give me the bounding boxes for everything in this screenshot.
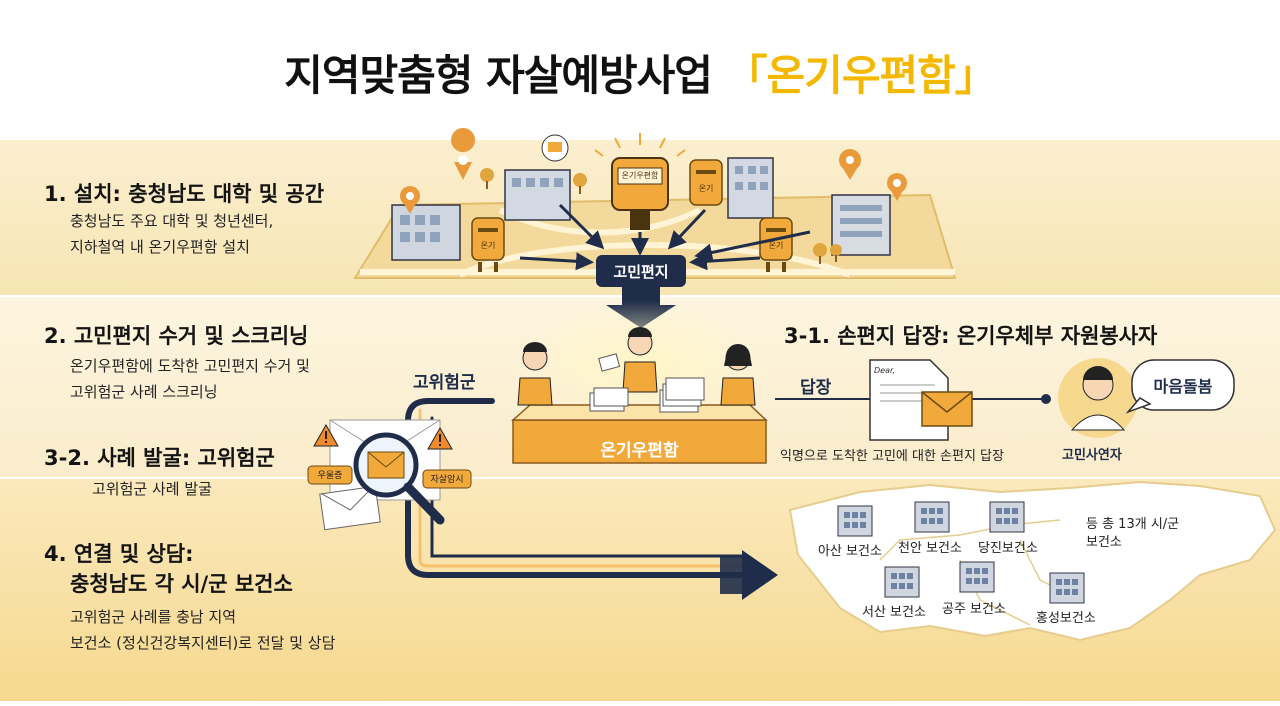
- step32-heading: 3-2. 사례 발굴: 고위험군: [44, 446, 275, 470]
- flow-arrowhead: [742, 550, 778, 600]
- health-center-label: 아산 보건소: [818, 544, 882, 559]
- location-pin-icon: [887, 173, 907, 201]
- page-title: 지역맞춤형 자살예방사업 「온기우편함」: [0, 42, 1280, 103]
- letter-document-icon: [869, 359, 973, 441]
- mailbox-icon: [471, 217, 505, 272]
- step1-desc2: 지하철역 내 온기우편함 설치: [70, 238, 250, 256]
- step2-desc2: 고위험군 사례 스크리닝: [70, 383, 218, 401]
- health-center-icon: [837, 505, 873, 537]
- title-main: 지역맞춤형 자살예방사업: [284, 51, 713, 100]
- tree-icon: [830, 244, 842, 262]
- step32-desc1: 고위험군 사례 발굴: [92, 480, 212, 498]
- step4-heading2: 충청남도 각 시/군 보건소: [70, 572, 293, 596]
- table-label: 온기우편함: [600, 441, 679, 461]
- total-centers-line2: 보건소: [1086, 535, 1122, 550]
- person-avatar: [1058, 358, 1138, 438]
- volunteer-figure: [517, 342, 553, 406]
- mailbox-sign-text: 온기우편함: [621, 171, 659, 180]
- step4-heading1: 4. 연결 및 상담:: [44, 542, 194, 566]
- volunteer-figure: [720, 344, 756, 406]
- total-centers-line1: 등 총 13개 시/군: [1086, 517, 1180, 532]
- health-center-label: 공주 보건소: [942, 602, 1006, 617]
- location-pin-icon: [451, 128, 476, 180]
- step31-heading: 3-1. 손편지 답장: 온기우체부 자원봉사자: [784, 324, 1158, 348]
- mailbox-icon: [689, 159, 723, 206]
- health-center-icon: [1049, 572, 1085, 604]
- reply-description: 익명으로 도착한 고민에 대한 손편지 답장: [780, 449, 1004, 464]
- high-risk-label: 고위험군: [413, 373, 476, 393]
- flow-arrow-body: [720, 556, 745, 594]
- step2-desc1: 온기우편함에 도착한 고민편지 수거 및: [70, 357, 310, 375]
- location-pin-icon: [839, 149, 861, 180]
- reply-label: 답장: [800, 378, 832, 398]
- letter-badge-label: 고민편지: [613, 263, 669, 281]
- health-center-label: 서산 보건소: [862, 605, 926, 620]
- mailbox-small-text: 온기: [768, 241, 784, 250]
- building-icon: [504, 169, 571, 221]
- document-header: Dear,: [874, 366, 896, 375]
- main-mailbox-icon: [611, 157, 669, 230]
- building-icon: [727, 157, 774, 219]
- title-highlight: 「온기우편함」: [725, 51, 997, 100]
- warning-icon: [427, 426, 453, 450]
- care-label: 마음돌봄: [1153, 377, 1213, 396]
- step1-desc1: 충청남도 주요 대학 및 청년센터,: [70, 212, 274, 230]
- volunteer-figure: [622, 327, 658, 393]
- step4-desc1: 고위험군 사례를 충남 지역: [70, 608, 237, 626]
- building-icon: [391, 204, 461, 261]
- speech-bubble: [1125, 359, 1235, 414]
- health-center-label: 당진보건소: [978, 541, 1038, 556]
- mailbox-small-text: 온기: [698, 184, 714, 193]
- health-center-icon: [989, 501, 1025, 533]
- tree-icon: [480, 168, 494, 189]
- step4-desc2: 보건소 (정신건강복지센터)로 전달 및 상담: [70, 634, 336, 652]
- location-pin-icon: [400, 186, 420, 214]
- location-pin-icon: [541, 134, 569, 162]
- person-label: 고민사연자: [1062, 448, 1122, 463]
- sparkle-icon: [594, 133, 686, 157]
- health-center-icon: [914, 501, 950, 533]
- mailbox-small-text: 온기: [480, 241, 496, 250]
- tree-icon: [813, 243, 827, 264]
- health-center-label: 천안 보건소: [898, 541, 962, 556]
- tag-suicide: 자살암시: [430, 475, 464, 485]
- health-center-icon: [959, 561, 995, 593]
- health-center-icon: [884, 566, 920, 598]
- health-center-label: 홍성보건소: [1036, 611, 1096, 626]
- tree-icon: [573, 173, 587, 194]
- tag-depression: 우울증: [317, 471, 343, 481]
- magnifier-icon: [353, 432, 445, 525]
- collect-arrows: [519, 203, 811, 271]
- building-icon: [831, 194, 891, 256]
- warning-icon: [313, 423, 339, 447]
- letter-pile-icon: [589, 353, 705, 413]
- step1-heading: 1. 설치: 충청남도 대학 및 공간: [44, 182, 325, 206]
- step2-heading: 2. 고민편지 수거 및 스크리닝: [44, 324, 309, 348]
